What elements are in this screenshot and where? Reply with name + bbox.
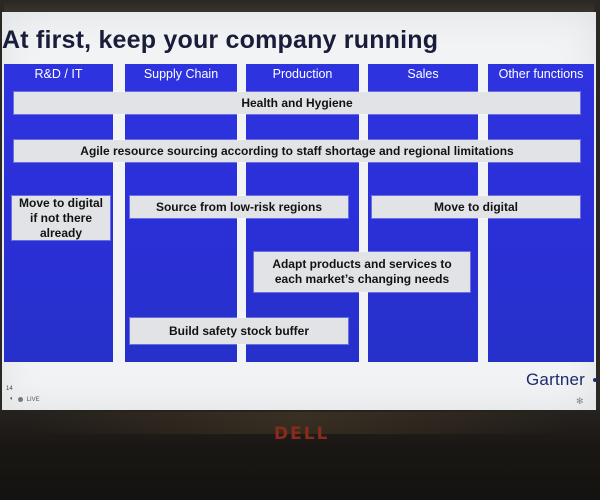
column-header-sales: Sales [407, 67, 439, 81]
presentation-slide: At first, keep your company running R&D … [2, 12, 597, 410]
room-edge-right [594, 0, 600, 410]
column-header-rd-it: R&D / IT [34, 67, 83, 81]
band-move-to-digital: Move to digital [372, 196, 580, 218]
band-health-hygiene: Health and Hygiene [14, 92, 580, 114]
band-adapt-products: Adapt products and services to each mark… [254, 252, 470, 292]
slide-title: At first, keep your company running [2, 26, 439, 54]
room-background [0, 0, 600, 14]
column-header-production: Production [272, 67, 333, 81]
band-move-to-digital-rd: Move to digital if not there already [12, 196, 110, 240]
column-header-other-functions: Other functions [498, 67, 584, 81]
band-safety-stock: Build safety stock buffer [130, 318, 348, 344]
column-header-supply-chain: Supply Chain [143, 67, 219, 81]
settings-gear-icon[interactable]: ✻ [576, 396, 584, 406]
live-indicator: 🔈︎ LIVE [10, 396, 40, 403]
bezel-reflection [30, 412, 570, 434]
speaker-icon: 🔈︎ [10, 396, 14, 402]
gartner-logo: Gartner [526, 370, 586, 389]
laptop-bezel [0, 410, 600, 500]
dell-logo: DELL [274, 424, 330, 444]
slide-page-number: 14 [6, 386, 13, 392]
logo-dot [593, 378, 597, 382]
band-agile-sourcing: Agile resource sourcing according to sta… [14, 140, 580, 162]
live-label: LIVE [26, 396, 40, 403]
band-low-risk-regions: Source from low-risk regions [130, 196, 348, 218]
live-dot-icon [17, 397, 23, 402]
